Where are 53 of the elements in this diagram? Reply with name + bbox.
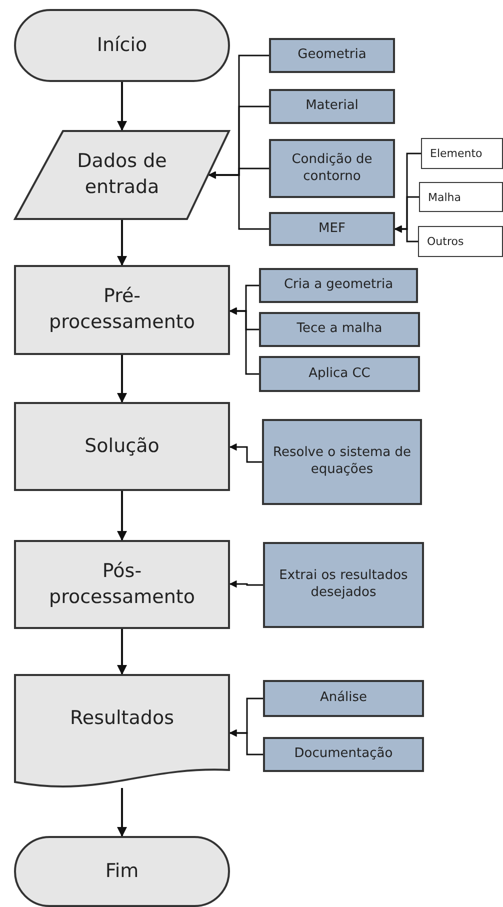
node-text: Fim <box>105 858 139 884</box>
node-text: Início <box>96 32 148 58</box>
node-text: Cria a geometria <box>284 277 394 294</box>
step-box <box>263 542 424 628</box>
connector-arrow <box>208 171 269 230</box>
connector-arrow <box>117 629 127 675</box>
connector-arrow <box>117 82 127 131</box>
node-text: Pré-processamento <box>49 284 195 335</box>
process-box <box>14 540 230 629</box>
connector-arrow <box>394 225 418 242</box>
end-terminal <box>14 836 230 907</box>
node-text: MEF <box>318 220 346 238</box>
connector-arrow <box>117 491 127 541</box>
node-text: Resolve o sistema de equações <box>272 445 412 479</box>
option-box <box>421 138 503 169</box>
step-box <box>269 38 395 73</box>
node-text: Dados de entrada <box>76 149 168 200</box>
node-text: Extrai os resultados desejados <box>278 568 409 602</box>
node-text: Solução <box>84 434 160 459</box>
node-text: Material <box>306 98 358 115</box>
step-box <box>259 268 418 303</box>
connector-arrow <box>117 220 127 266</box>
node-text: Tece a malha <box>296 321 382 338</box>
node-text: Documentação <box>294 746 393 763</box>
connector-arrow <box>229 729 263 756</box>
node-text: Outros <box>427 235 464 248</box>
node-text: Elemento <box>430 147 482 160</box>
node-text: Condição de contorno <box>290 152 374 186</box>
node-text: Malha <box>428 190 461 204</box>
step-box <box>269 212 395 246</box>
step-box <box>262 419 422 505</box>
step-box <box>263 680 424 717</box>
node-text: Aplica CC <box>308 366 370 382</box>
connector-arrow <box>229 443 262 463</box>
node-text: Análise <box>320 690 368 707</box>
connector-arrow <box>117 355 127 403</box>
node-text: Pós-processamento <box>49 558 195 610</box>
process-box <box>14 265 230 355</box>
connector-arrow <box>117 788 127 837</box>
step-box <box>259 356 420 392</box>
option-box <box>418 226 503 257</box>
start-terminal <box>14 9 230 82</box>
process-box <box>14 402 230 491</box>
connector-arrow <box>229 580 263 588</box>
step-box <box>269 89 395 124</box>
input-parallelogram <box>14 130 230 220</box>
option-box <box>419 182 503 212</box>
step-box <box>263 737 424 772</box>
step-box <box>269 139 395 198</box>
connector-arrow <box>229 307 259 375</box>
step-box <box>259 312 420 347</box>
node-text: Resultados <box>70 706 174 731</box>
node-text: Geometria <box>298 47 366 64</box>
